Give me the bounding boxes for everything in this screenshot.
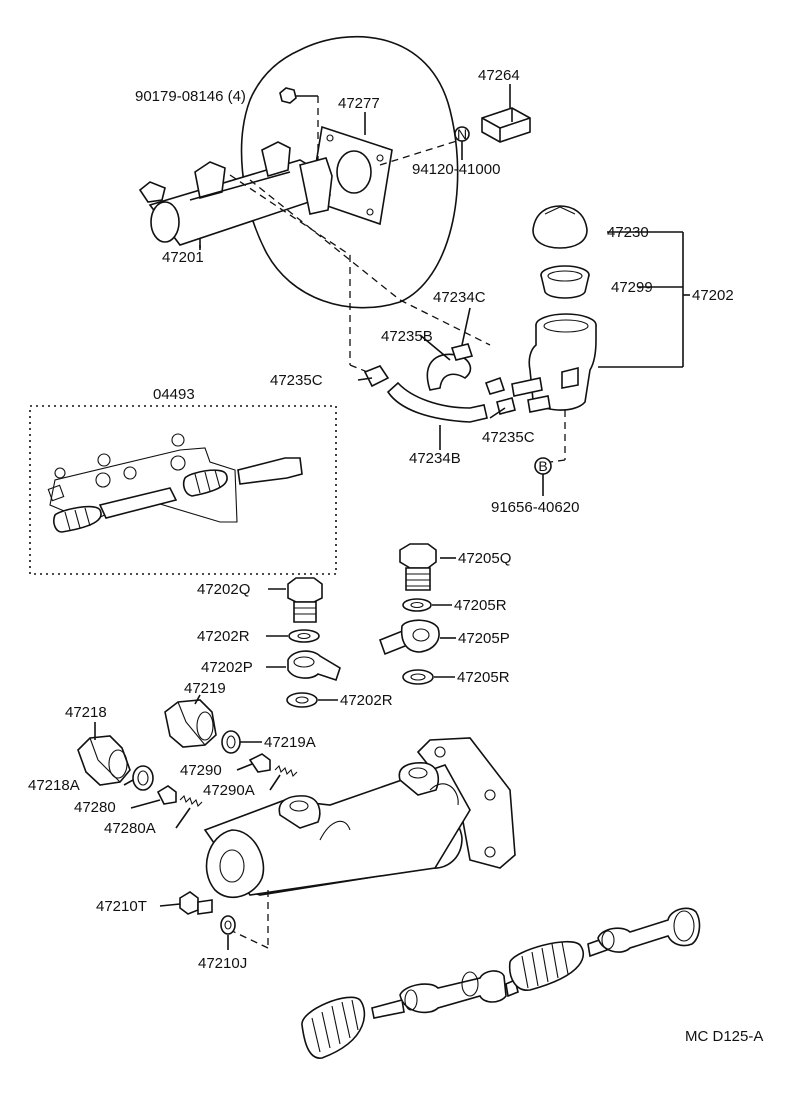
label-47235C-right: 47235C [482,429,535,446]
reservoir-strainer [540,265,590,299]
marker-b-label: B [538,458,547,474]
label-47219: 47219 [184,680,226,697]
marker-b: B [534,457,552,496]
bleeder-washer [220,915,236,935]
label-47235B: 47235B [381,328,433,345]
washer-left-lower [286,692,318,708]
label-47205R-bottom: 47205R [457,669,510,686]
union-bolt-left [287,577,323,623]
label-47219A: 47219A [264,734,316,751]
label-47205P: 47205P [458,630,510,647]
label-47277: 47277 [338,95,380,112]
master-cylinder-assembly-small [138,139,491,376]
label-04493: 04493 [153,386,195,403]
reservoir-hose-upper [426,353,472,391]
label-47218A: 47218A [28,777,80,794]
label-47202: 47202 [692,287,734,304]
repair-kit-box [29,405,337,575]
label-91656-40620: 91656-40620 [491,499,579,516]
label-47234B: 47234B [409,450,461,467]
marker-n-label: N [457,126,467,142]
label-47205R-top: 47205R [454,597,507,614]
diagram-code: MC D125-A [685,1028,763,1045]
mounting-nut [279,87,319,170]
label-47202P: 47202P [201,659,253,676]
label-47234C: 47234C [433,289,486,306]
label-47280: 47280 [74,799,116,816]
label-94120-41000: 94120-41000 [412,161,500,178]
label-47205Q: 47205Q [458,550,511,567]
label-47202Q: 47202Q [197,581,250,598]
label-47280A: 47280A [104,820,156,837]
gasket-47218A [132,765,154,791]
brake-booster-outline [240,35,459,309]
label-47210T: 47210T [96,898,147,915]
reservoir-cap [532,205,588,249]
label-47299: 47299 [611,279,653,296]
valve-47290 [248,753,298,778]
label-47202R-bottom: 47202R [340,692,393,709]
bleeder-bolt [179,891,213,915]
label-47290A: 47290A [203,782,255,799]
label-47202R-top: 47202R [197,628,250,645]
reservoir-hose-lower [386,381,488,423]
label-47264: 47264 [478,67,520,84]
reservoir-bracket [598,231,690,368]
washer-right-lower [402,669,434,685]
union-fitting-right [378,619,440,656]
label-47235C-left: 47235C [270,372,323,389]
gasket-plate [309,125,393,226]
union-fitting-left [287,650,341,682]
leader-lines [94,112,506,950]
label-47218: 47218 [65,704,107,721]
gasket-47219A [221,730,241,754]
valve-47280 [156,785,203,808]
reservoir-clip [481,84,531,143]
label-90179-08146: 90179-08146 (4) [135,88,246,105]
washer-left-upper [288,629,320,643]
master-cylinder-body [203,737,516,949]
label-47201: 47201 [162,249,204,266]
label-47210J: 47210J [198,955,247,972]
part-labels: 90179-08146 (4) 47277 47264 94120-41000 … [28,67,763,1045]
union-bolt-right [399,543,437,591]
washer-right-upper [402,598,432,612]
marker-n: N [454,126,470,160]
plug-47219 [164,699,217,748]
label-47230: 47230 [607,224,649,241]
reservoir-tank [511,313,597,463]
label-47290: 47290 [180,762,222,779]
plug-47218 [77,735,131,786]
piston-spring-assembly [301,907,701,1059]
